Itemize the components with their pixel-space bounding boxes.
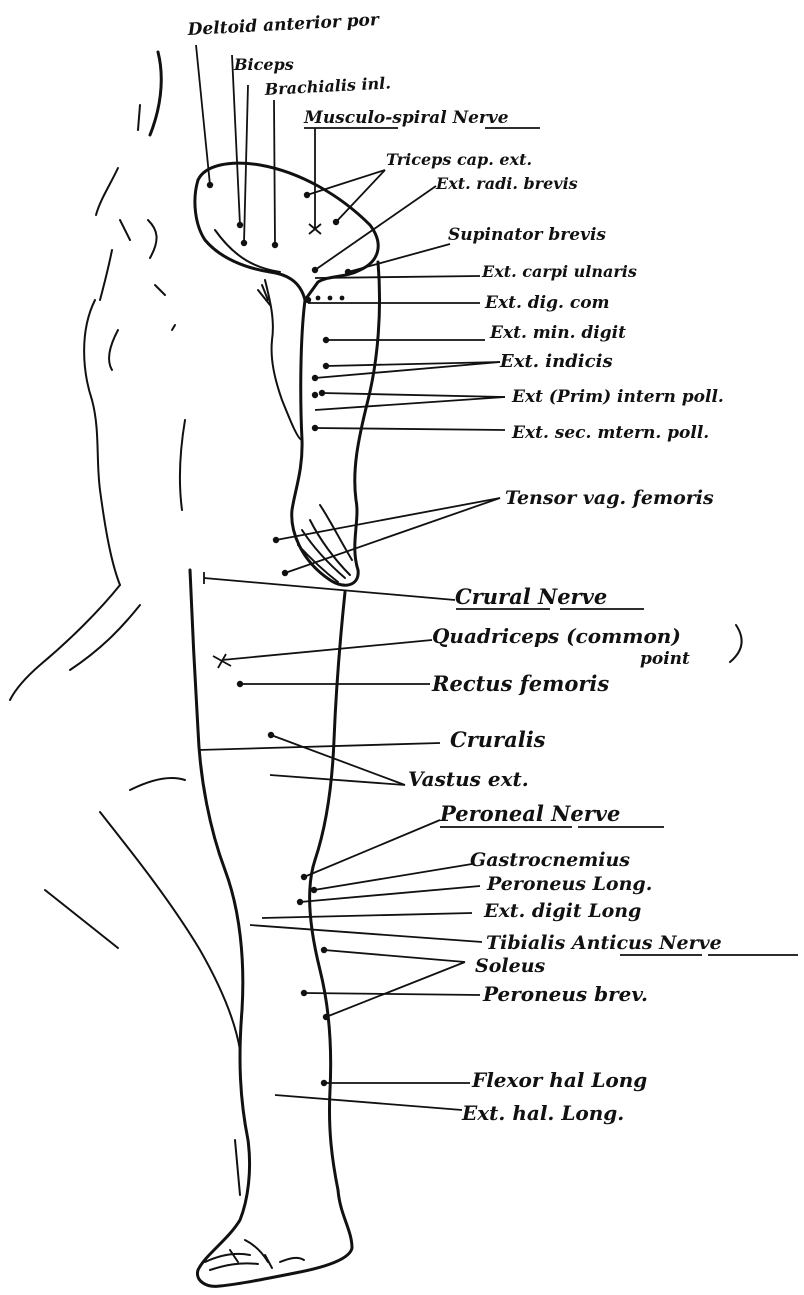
label-quadriceps-point: point	[640, 649, 690, 669]
label-ext-min-digit: Ext. min. digit	[489, 323, 626, 343]
labels: Deltoid anterior por Biceps Brachialis i…	[186, 10, 798, 1125]
label-brachialis: Brachialis inl.	[263, 73, 391, 99]
label-peroneal-nerve: Peroneal Nerve	[439, 801, 620, 826]
label-gastrocnemius: Gastrocnemius	[470, 849, 630, 871]
label-ext-radi: Ext. radi. brevis	[435, 174, 578, 193]
label-ext-carpi: Ext. carpi ulnaris	[481, 262, 637, 281]
label-ext-digit-long: Ext. digit Long	[483, 900, 641, 922]
label-vastus: Vastus ext.	[408, 767, 529, 791]
label-biceps: Biceps	[233, 55, 294, 74]
label-musculo-spiral-nerve: Musculo-spiral Nerve	[303, 108, 509, 128]
label-ext-dig-com: Ext. dig. com	[484, 293, 610, 313]
label-tibialis-anticus-nerve: Tibialis Anticus Nerve	[486, 932, 722, 954]
leg-and-arm-outline-drawing	[10, 52, 380, 1286]
label-rectus: Rectus femoris	[431, 671, 609, 696]
label-tensor: Tensor vag. femoris	[505, 487, 714, 509]
label-triceps: Triceps cap. ext.	[386, 150, 532, 169]
label-soleus: Soleus	[475, 955, 546, 977]
label-ext-sec: Ext. sec. mtern. poll.	[511, 423, 709, 443]
label-crural-nerve: Crural Nerve	[455, 584, 607, 609]
label-supinator: Supinator brevis	[448, 225, 606, 245]
label-quadriceps: Quadriceps (common)	[432, 624, 681, 648]
label-peroneus-brev: Peroneus brev.	[482, 982, 648, 1006]
label-deltoid: Deltoid anterior por	[186, 10, 380, 40]
label-ext-hal: Ext. hal. Long.	[461, 1101, 624, 1125]
label-ext-prim: Ext (Prim) intern poll.	[511, 387, 724, 407]
paren-flourish	[730, 625, 742, 662]
label-peroneus-long: Peroneus Long.	[486, 873, 652, 895]
label-flexor: Flexor hal Long	[471, 1068, 647, 1092]
label-ext-indicis: Ext. indicis	[499, 351, 613, 372]
label-cruralis: Cruralis	[450, 727, 546, 752]
